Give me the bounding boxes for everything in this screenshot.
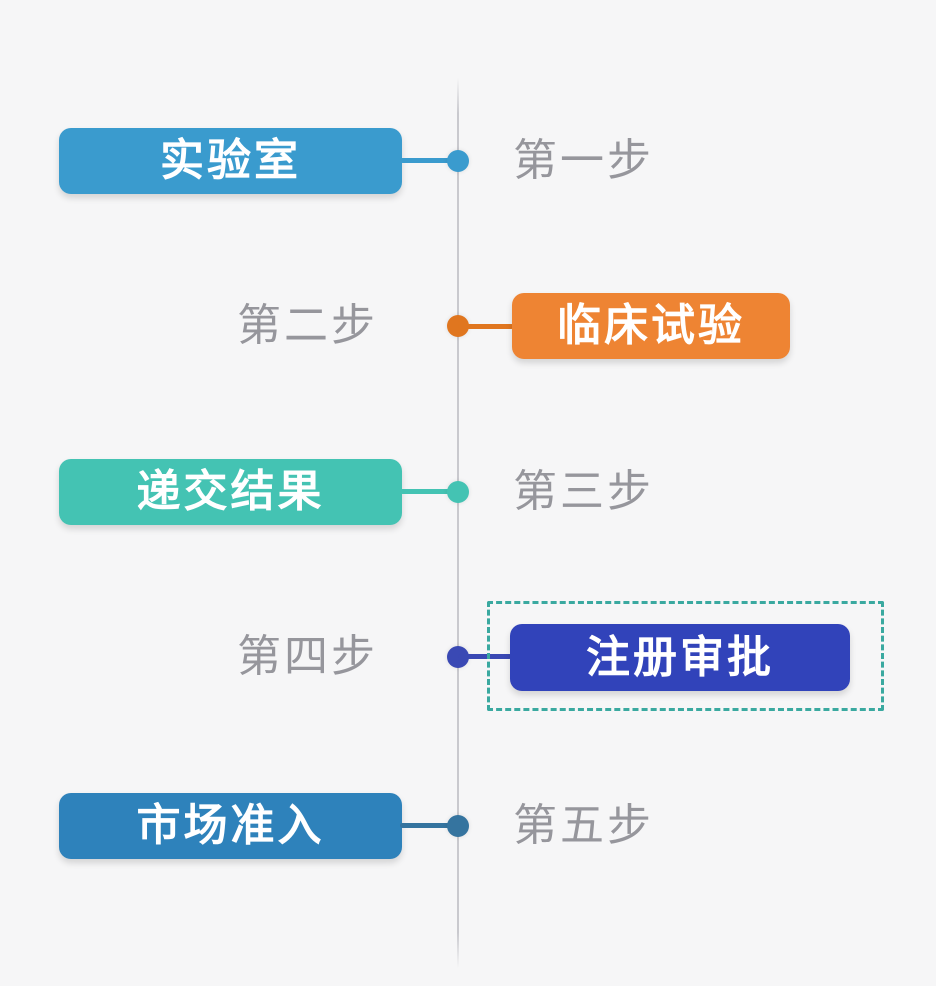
step-5-box: 市场准入: [59, 793, 402, 859]
step-4-box: 注册审批: [510, 624, 850, 691]
step-4-label: 第四步: [237, 632, 378, 681]
step-4-connector: [458, 654, 512, 659]
step-4-highlight-frame: [487, 601, 884, 711]
step-5-dot: [447, 815, 469, 837]
step-3-connector: [400, 489, 458, 494]
step-1-label: 第一步: [513, 136, 654, 185]
step-3-box: 递交结果: [59, 459, 402, 525]
step-1-connector: [400, 158, 458, 163]
step-2-connector: [458, 324, 514, 329]
step-3-dot: [447, 481, 469, 503]
step-2-box: 临床试验: [512, 293, 790, 359]
step-5-label: 第五步: [513, 801, 654, 850]
step-3-label: 第三步: [513, 467, 654, 516]
timeline-line: [457, 78, 459, 968]
step-1-dot: [447, 150, 469, 172]
step-2-label: 第二步: [237, 301, 378, 350]
step-5-connector: [400, 823, 458, 828]
step-1-box: 实验室: [59, 128, 402, 194]
